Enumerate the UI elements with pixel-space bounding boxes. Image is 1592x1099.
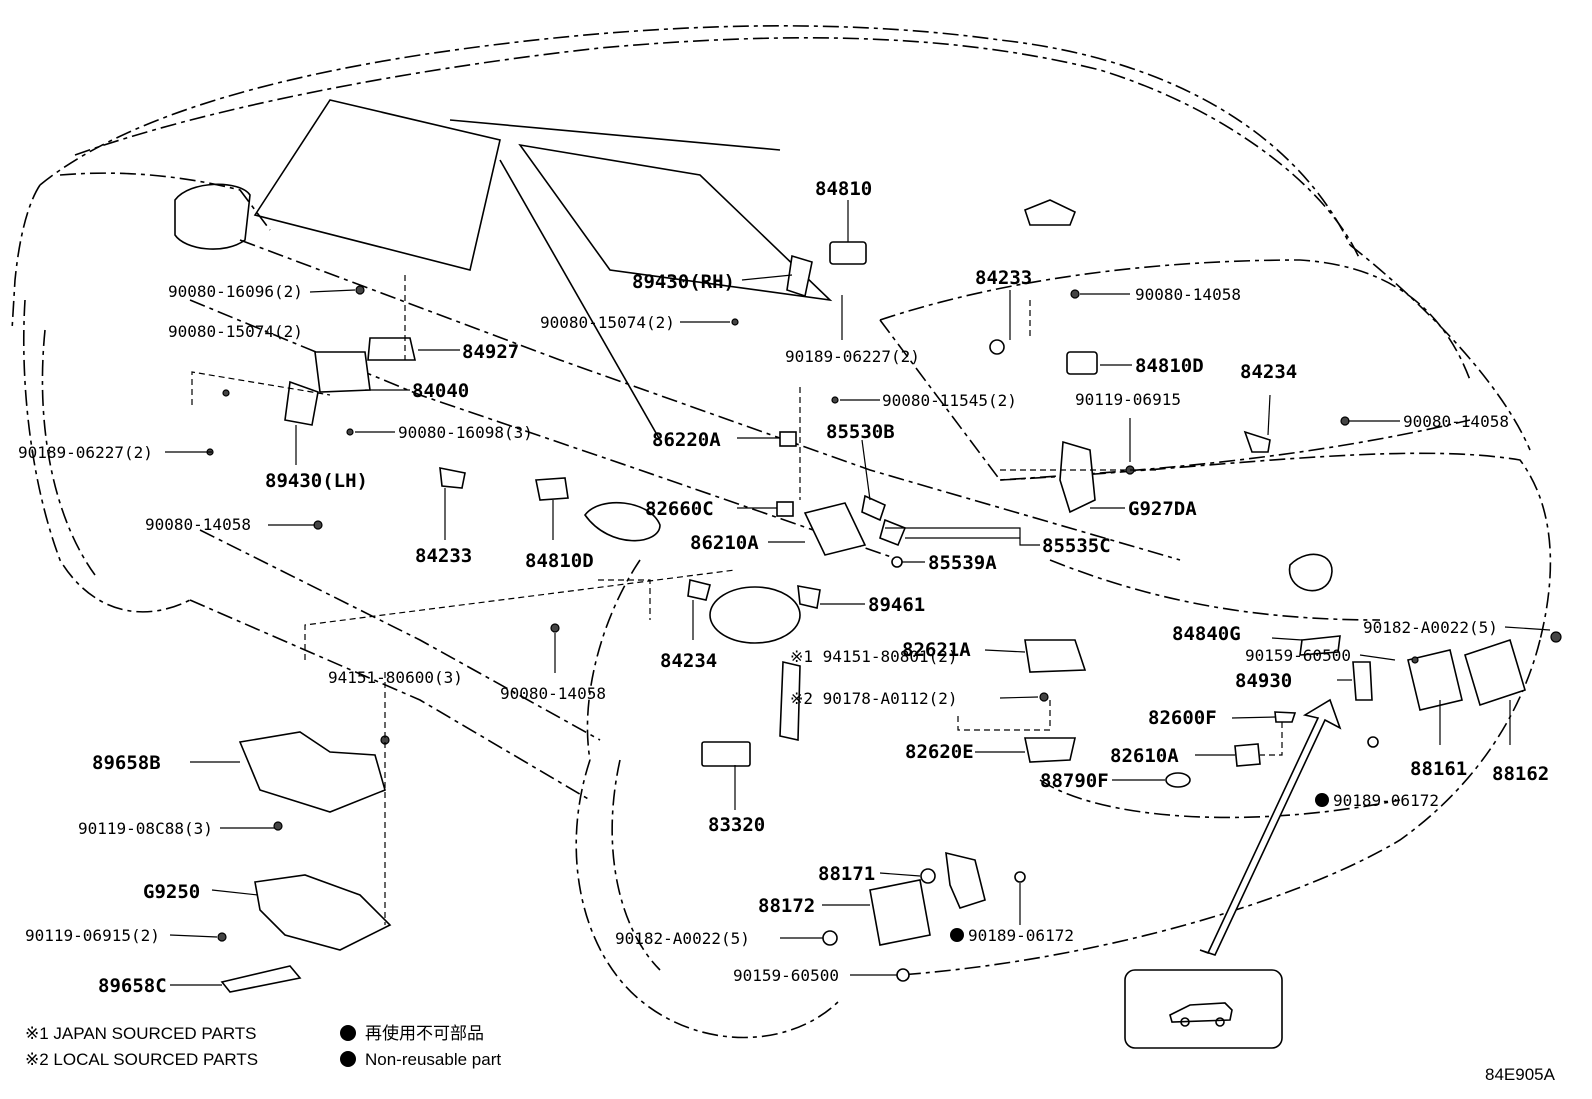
label-85530b: 85530B [826,421,895,443]
label-84930: 84930 [1235,670,1292,692]
label-90080-14058-c: 90080-14058 [145,515,251,534]
label-84840g: 84840G [1172,623,1241,645]
legend-bullet-en [340,1051,356,1067]
label-84927: 84927 [462,341,519,363]
label-88162: 88162 [1492,763,1549,785]
label-90159-60500-a: 90159-60500 [1245,646,1351,665]
label-84810: 84810 [815,178,872,200]
label-82600f: 82600F [1148,707,1217,729]
label-82621a: 82621A [902,639,971,661]
label-84233-top: 84233 [975,267,1032,289]
label-90182-a0022-a: 90182-A0022(5) [1363,618,1498,637]
legend-bullet-jp [340,1025,356,1041]
label-94151-80600: 94151-80600(3) [328,668,463,687]
legend-note-1: ※1 JAPAN SOURCED PARTS [25,1024,257,1043]
label-90159-60500-b: 90159-60500 [733,966,839,985]
legend-non-reusable-jp: 再使用不可部品 [365,1023,484,1043]
label-82660c: 82660C [645,498,714,520]
label-88171: 88171 [818,863,875,885]
label-90080-15074-a: 90080-15074(2) [168,322,303,341]
label-85535c: 85535C [1042,535,1111,557]
label-90119-06915-2: 90119-06915(2) [25,926,160,945]
label-84040: 84040 [412,380,469,402]
label-83320: 83320 [708,814,765,836]
label-82610a: 82610A [1110,745,1179,767]
label-84810d-left: 84810D [525,550,594,572]
label-89430-rh: 89430(RH) [632,271,735,293]
label-90182-a0022-b: 90182-A0022(5) [615,929,750,948]
label-90119-06915: 90119-06915 [1075,390,1181,409]
label-89461: 89461 [868,594,925,616]
label-86220a: 86220A [652,429,721,451]
part-number-labels: 84810 89430(RH) 84233 90080-14058 90080-… [18,178,1549,997]
label-g927da: G927DA [1128,498,1197,520]
legend-note-2: ※2 LOCAL SOURCED PARTS [25,1050,258,1069]
diagram-code: 84E905A [1485,1065,1556,1084]
label-90080-16096: 90080-16096(2) [168,282,303,301]
label-84233-mid: 84233 [415,545,472,567]
label-90080-14058-b: 90080-14058 [1403,412,1509,431]
legend-non-reusable-en: Non-reusable part [365,1050,501,1069]
label-90080-14058-a: 90080-14058 [1135,285,1241,304]
label-89658c: 89658C [98,975,167,997]
label-90189-06172-b: 90189-06172 [968,926,1074,945]
leader-lines [165,200,1551,1067]
legend: ※1 JAPAN SOURCED PARTS ※2 LOCAL SOURCED … [25,1023,1556,1084]
label-85539a: 85539A [928,552,997,574]
label-90080-15074-b: 90080-15074(2) [540,313,675,332]
label-90080-14058-d: 90080-14058 [500,684,606,703]
label-84234-left: 84234 [660,650,717,672]
component-shapes [206,241,1562,993]
label-90189-06227-a: 90189-06227(2) [785,347,920,366]
label-90080-16098: 90080-16098(3) [398,423,533,442]
label-84810d-right: 84810D [1135,355,1204,377]
label-94151-80801: ※1 94151-80801(2) [790,647,958,666]
label-90189-06172-a: 90189-06172 [1333,791,1439,810]
label-86210a: 86210A [690,532,759,554]
label-g9250: G9250 [143,881,200,903]
label-90080-11545: 90080-11545(2) [882,391,1017,410]
label-84234-right: 84234 [1240,361,1297,383]
label-90178-a0112: ※2 90178-A0112(2) [790,689,958,708]
label-82620e: 82620E [905,741,974,763]
label-90189-06227-b: 90189-06227(2) [18,443,153,462]
label-89658b: 89658B [92,752,161,774]
label-90119-08c88: 90119-08C88(3) [78,819,213,838]
label-88161: 88161 [1410,758,1467,780]
label-89430-lh: 89430(LH) [265,470,368,492]
label-88172: 88172 [758,895,815,917]
label-88790f: 88790F [1040,770,1109,792]
